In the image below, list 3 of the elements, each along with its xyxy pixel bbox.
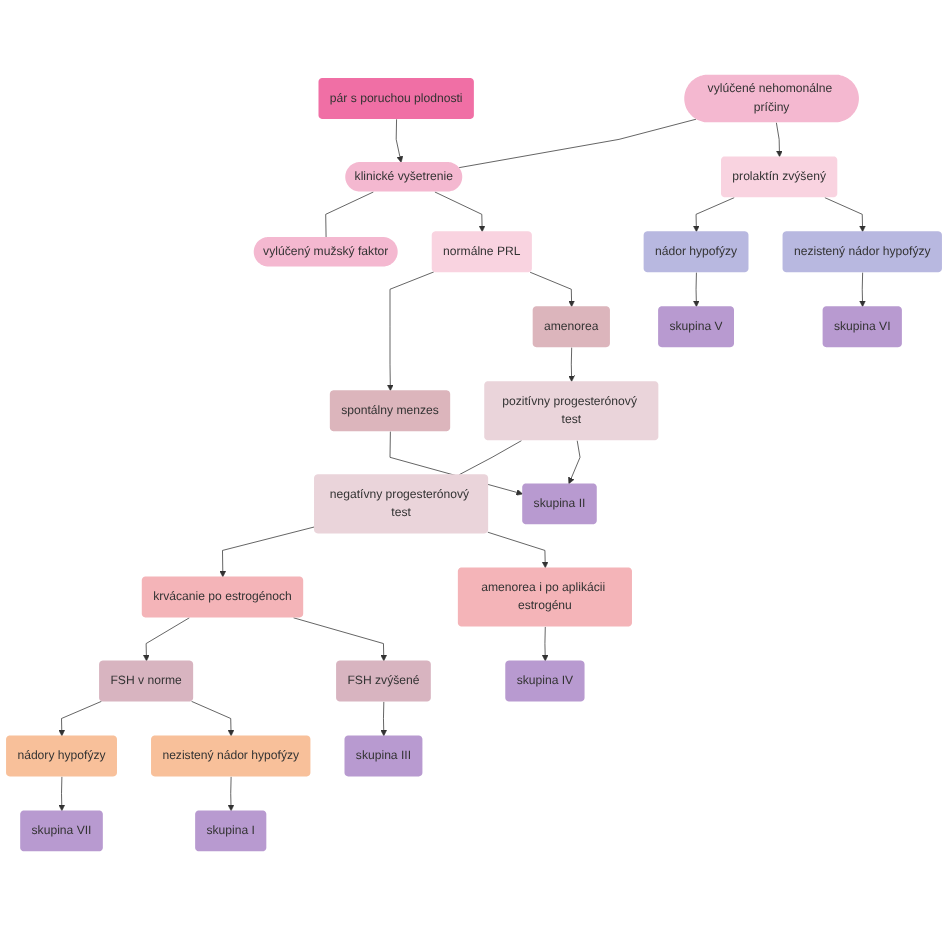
connector — [325, 191, 374, 238]
connector — [458, 118, 697, 169]
connector — [458, 440, 522, 476]
